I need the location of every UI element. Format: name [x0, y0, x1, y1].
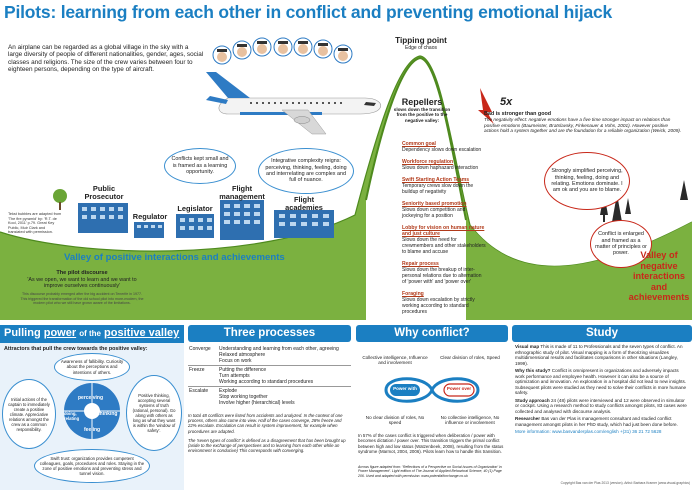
tipping-sub: Edge of chaos: [405, 45, 437, 51]
bubble-conflicts-small: Conflicts kept small and is framed as a …: [164, 148, 236, 184]
three-panel: Three processes Converge Understanding a…: [188, 325, 351, 490]
poster-title: Pilots: learning from each other in conf…: [4, 2, 613, 22]
power-with-label: Power with: [393, 386, 417, 391]
study-contact[interactable]: More information: www.basvanderplas.com/…: [515, 429, 662, 434]
why-title: Why conflict?: [356, 325, 508, 342]
pulling-bubble-captain: Initial actions of the captain to immedi…: [2, 379, 56, 449]
bubble-integrative: Integrative complexity reigns: perceivin…: [258, 148, 354, 194]
bad-title: Bad is stronger than good: [484, 111, 552, 117]
building-legislator: Legislator: [177, 204, 213, 213]
study-entry: Visual map This is made of 11 to Profess…: [515, 344, 683, 366]
why-arrows: [384, 377, 480, 403]
why-bottom-right: No collective intelligence, No influence…: [440, 415, 500, 426]
building-public-prosecutor: Public Prosecutor: [84, 184, 124, 201]
credit-left: Tekst bubbles are adapted from 'The fire…: [8, 212, 62, 235]
why-para: In 57% of the cases conflict is triggere…: [358, 433, 504, 454]
discourse-title: The pilot discourse: [56, 270, 108, 276]
pulling-panel: Pulling power of the positive valley Att…: [0, 325, 184, 490]
wheel-doing: doing, relating: [64, 411, 80, 421]
why-top-left: Collective intelligence, Influence and i…: [362, 355, 428, 366]
building-flight-management: Flight management: [219, 184, 265, 201]
study-title: Study: [512, 325, 692, 342]
bad-text: The negativity effect: negative emotions…: [484, 117, 682, 134]
three-table: Converge Understanding and learning from…: [188, 345, 351, 407]
pulling-wheel: [64, 383, 120, 439]
pulling-sub: Attractors that pull the crew towards th…: [4, 346, 148, 352]
building-regulator: Regulator: [132, 212, 168, 221]
valley-negative-label: Valley of negative interactions and achi…: [628, 250, 690, 303]
discourse-quote: 'As we open, we want to learn and we wan…: [27, 277, 137, 290]
pulling-bubble-positive: Positive thinking, accepting several sys…: [126, 375, 182, 451]
valley-positive-label: Valley of positive interactions and achi…: [64, 252, 285, 263]
wheel-thinking: thinking: [98, 411, 118, 417]
discourse-note: This discourse probably emerged after th…: [20, 292, 144, 306]
study-panel: Study Visual map This is made of 11 to P…: [512, 325, 692, 490]
tipping-title: Tipping point: [395, 36, 447, 45]
three-para-2: The 'seven types of conflict' is defined…: [188, 437, 346, 454]
table-row: Converge Understanding and learning from…: [188, 345, 351, 366]
copyright: Copyright Bas van der Plas 2013 (version…: [560, 481, 690, 485]
discourse-box: The pilot discourse 'As we open, we want…: [20, 270, 144, 306]
repellers-sub: slows down the transition from the posit…: [393, 107, 451, 123]
bubble-simplified: Strongly simplified perceiving, thinking…: [544, 152, 630, 210]
bubble-enlarged: Conflict is enlarged and framed as a mat…: [590, 220, 652, 268]
power-over-label: Power over: [446, 386, 472, 391]
fivex-label: 5x: [500, 96, 513, 108]
intro-text: An airplane can be regarded as a global …: [8, 44, 204, 74]
pulling-title-bar: Pulling power of the positive valley: [0, 325, 184, 343]
study-entry: Study approach 24 (48) pilots were inter…: [515, 397, 687, 414]
why-panel: Why conflict? Collective intelligence, I…: [356, 325, 508, 490]
repeller-item: Lobby for vision on human nature and jus…: [402, 225, 486, 255]
landscape-illustration: [0, 37, 692, 320]
building-flight-academies: Flight academies: [285, 195, 323, 212]
pulling-bubble-swift-trust: Swift trust: organization provides compe…: [34, 449, 150, 483]
why-reference: Arrows figure adapted from: 'Reflections…: [358, 465, 502, 478]
study-entry: Why this study? Conflict is omnipresent …: [515, 368, 687, 395]
pulling-bubble-awareness: Awareness of fallibility. Curiosity abou…: [54, 353, 130, 381]
three-title: Three processes: [188, 325, 351, 342]
why-bottom-left: No clear division of roles, No speed: [365, 415, 425, 426]
study-entry: Researcher Bas van der Plas is managemen…: [515, 416, 678, 427]
wheel-feeling: feeling: [84, 427, 101, 433]
study-entries: Visual map This is made of 11 to Profess…: [512, 342, 692, 437]
wheel-perceiving: perceiving: [78, 395, 104, 401]
repellers-heading: Repellers slows down the transition from…: [392, 97, 452, 123]
bad-box: Bad is stronger than good The negativity…: [484, 111, 684, 134]
repellers-title: Repellers: [401, 97, 443, 107]
tipping-point: Tipping point Edge of chaos: [380, 36, 462, 51]
three-para-1: In total 48 conflicts were listed from a…: [188, 413, 343, 434]
why-top-right: Clear division of roles, Speed: [440, 355, 500, 360]
